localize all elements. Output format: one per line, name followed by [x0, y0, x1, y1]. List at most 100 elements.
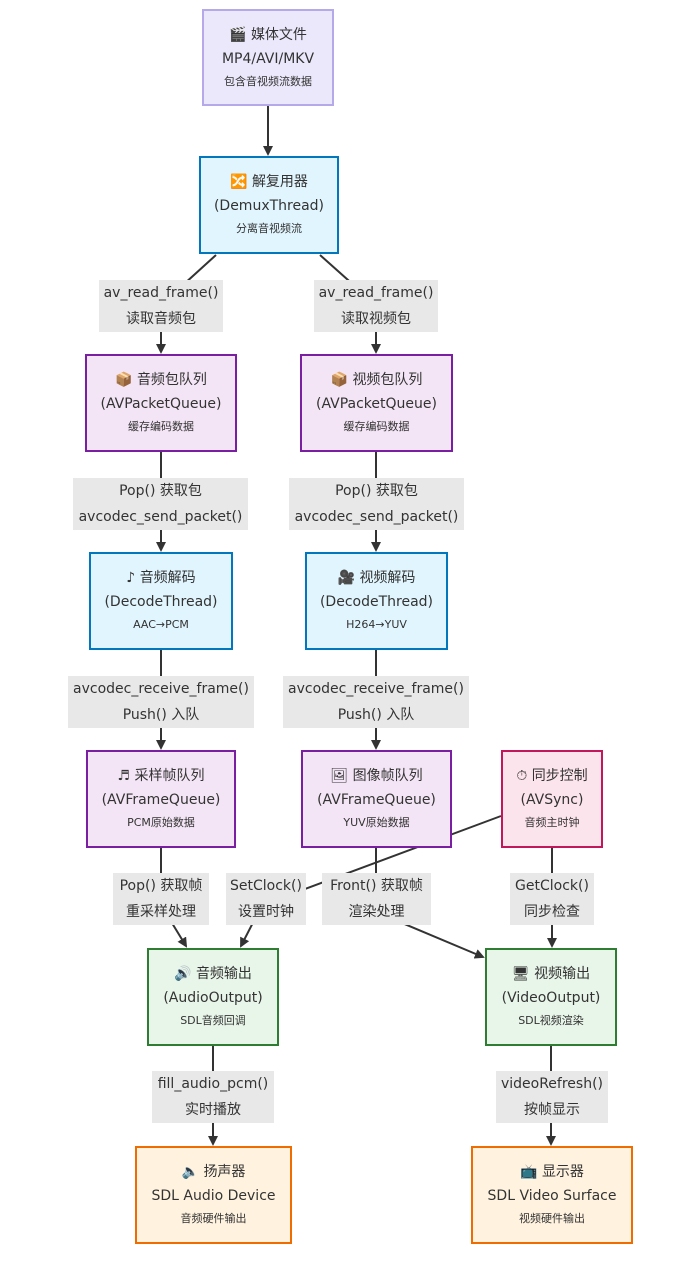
edge-label-recv-audio: avcodec_receive_frame() Push() 入队 [68, 676, 254, 728]
sync-control-node: ⏱ 同步控制 (AVSync) 音频主时钟 [501, 750, 603, 848]
audio-output-desc: SDL音频回调 [180, 1014, 246, 1027]
edge-label-line: av_read_frame() [318, 285, 434, 301]
edge-label-front-frame: Front() 获取帧 渲染处理 [322, 873, 431, 925]
audio-packet-queue-desc: 缓存编码数据 [128, 420, 194, 433]
video-camera-icon: 🎥 [337, 570, 355, 586]
speaker-device-node: 🔈 扬声器 SDL Audio Device 音频硬件输出 [135, 1146, 292, 1244]
edge-label-fill-pcm: fill_audio_pcm() 实时播放 [152, 1071, 274, 1123]
edge-label-line: SetClock() [230, 878, 302, 894]
audio-packet-queue-class: (AVPacketQueue) [100, 396, 222, 412]
music-notes-icon: ♬ [117, 768, 131, 784]
media-file-formats: MP4/AVI/MKV [221, 50, 315, 67]
edge-label-line: avcodec_send_packet() [78, 509, 243, 525]
video-decode-class: (DecodeThread) [319, 594, 434, 610]
edge-label-line: Push() 入队 [337, 707, 415, 723]
video-packet-queue-desc: 缓存编码数据 [343, 420, 410, 433]
video-packet-queue-node: 📦 视频包队列 (AVPacketQueue) 缓存编码数据 [300, 354, 453, 452]
monitor-icon: 🖥 [511, 966, 530, 982]
edge-label-line: fill_audio_pcm() [157, 1076, 269, 1092]
video-packet-queue-class: (AVPacketQueue) [316, 396, 437, 412]
demux-class: (DemuxThread) [213, 198, 325, 214]
audio-decode-desc: AAC→PCM [133, 618, 189, 631]
edge-label-line: 按帧显示 [524, 1102, 580, 1118]
display-device-name: SDL Video Surface [487, 1188, 617, 1204]
audio-frame-queue-class: (AVFrameQueue) [101, 792, 221, 808]
edge-label-line: Pop() 获取包 [335, 483, 418, 499]
audio-decode-node: ♪ 音频解码 (DecodeThread) AAC→PCM [89, 552, 233, 650]
edge-label-send-video: Pop() 获取包 avcodec_send_packet() [289, 478, 464, 530]
edge-label-line: 读取音频包 [126, 311, 196, 327]
sync-control-title: 同步控制 [531, 768, 588, 784]
picture-icon: 🖼 [330, 768, 349, 784]
video-output-class: (VideoOutput) [501, 990, 601, 1006]
edge-label-read-video: av_read_frame() 读取视频包 [314, 280, 438, 332]
audio-frame-queue-desc: PCM原始数据 [127, 816, 195, 829]
display-device-title: 显示器 [541, 1164, 584, 1180]
audio-output-node: 🔊 音频输出 (AudioOutput) SDL音频回调 [147, 948, 279, 1046]
audio-output-class: (AudioOutput) [163, 990, 263, 1006]
display-device-node: 📺 显示器 SDL Video Surface 视频硬件输出 [471, 1146, 633, 1244]
audio-packet-queue-node: 📦 音频包队列 (AVPacketQueue) 缓存编码数据 [85, 354, 237, 452]
edge-label-video-refresh: videoRefresh() 按帧显示 [496, 1071, 608, 1123]
edge-label-get-clock: GetClock() 同步检查 [510, 873, 594, 925]
video-decode-desc: H264→YUV [346, 618, 407, 631]
edge-label-line: Push() 入队 [122, 707, 200, 723]
edge-label-line: 渲染处理 [348, 904, 405, 920]
demux-desc: 分离音视频流 [236, 222, 302, 235]
media-file-title: 媒体文件 [250, 26, 307, 43]
audio-packet-queue-title: 音频包队列 [136, 372, 207, 388]
edge-label-line: GetClock() [515, 878, 589, 894]
music-note-icon: ♪ [126, 570, 136, 586]
edge-label-set-clock: SetClock() 设置时钟 [226, 873, 306, 925]
clapper-icon: 🎬 [229, 26, 247, 43]
package-icon: 📦 [115, 372, 133, 388]
package-icon: 📦 [330, 372, 348, 388]
demux-title: 解复用器 [251, 174, 308, 190]
edge-label-send-audio: Pop() 获取包 avcodec_send_packet() [73, 478, 248, 530]
edge-label-line: avcodec_receive_frame() [73, 681, 249, 697]
media-file-desc: 包含音视频流数据 [224, 74, 312, 88]
display-device-desc: 视频硬件输出 [519, 1212, 585, 1225]
stopwatch-icon: ⏱ [516, 768, 528, 784]
speaker-device-desc: 音频硬件输出 [180, 1212, 247, 1225]
sync-control-desc: 音频主时钟 [524, 816, 580, 829]
edge-label-line: 同步检查 [524, 904, 580, 920]
sync-control-class: (AVSync) [520, 792, 584, 808]
video-output-node: 🖥 视频输出 (VideoOutput) SDL视频渲染 [485, 948, 617, 1046]
edge-label-line: 实时播放 [185, 1102, 241, 1118]
shuffle-icon: 🔀 [230, 174, 248, 190]
edge-label-read-audio: av_read_frame() 读取音频包 [99, 280, 223, 332]
edge-label-line: videoRefresh() [500, 1076, 604, 1092]
video-frame-queue-node: 🖼 图像帧队列 (AVFrameQueue) YUV原始数据 [301, 750, 452, 848]
edge-label-line: Front() 获取帧 [330, 878, 423, 894]
demux-node: 🔀 解复用器 (DemuxThread) 分离音视频流 [199, 156, 339, 254]
video-decode-node: 🎥 视频解码 (DecodeThread) H264→YUV [305, 552, 448, 650]
edge-label-line: avcodec_send_packet() [294, 509, 459, 525]
media-file-node: 🎬 媒体文件 MP4/AVI/MKV 包含音视频流数据 [202, 9, 334, 106]
edge-label-line: Pop() 获取包 [119, 483, 202, 499]
audio-frame-queue-title: 采样帧队列 [134, 768, 205, 784]
video-output-title: 视频输出 [534, 966, 591, 982]
edge-label-line: 重采样处理 [126, 904, 196, 920]
video-frame-queue-desc: YUV原始数据 [343, 816, 410, 829]
audio-decode-class: (DecodeThread) [104, 594, 218, 610]
video-frame-queue-class: (AVFrameQueue) [317, 792, 436, 808]
edge-label-line: Pop() 获取帧 [119, 878, 203, 894]
edge-label-line: avcodec_receive_frame() [288, 681, 464, 697]
edge-label-line: 读取视频包 [341, 311, 411, 327]
video-packet-queue-title: 视频包队列 [352, 372, 423, 388]
edge-label-recv-video: avcodec_receive_frame() Push() 入队 [283, 676, 469, 728]
audio-frame-queue-node: ♬ 采样帧队列 (AVFrameQueue) PCM原始数据 [86, 750, 236, 848]
speaker-low-icon: 🔈 [181, 1164, 199, 1180]
video-output-desc: SDL视频渲染 [518, 1014, 584, 1027]
edge-label-line: av_read_frame() [103, 285, 219, 301]
video-decode-title: 视频解码 [359, 570, 416, 586]
tv-icon: 📺 [520, 1164, 538, 1180]
video-frame-queue-title: 图像帧队列 [352, 768, 423, 784]
edge-label-line: 设置时钟 [238, 904, 294, 920]
speaker-device-name: SDL Audio Device [151, 1188, 276, 1204]
speaker-device-title: 扬声器 [203, 1164, 246, 1180]
audio-output-title: 音频输出 [195, 966, 252, 982]
audio-decode-title: 音频解码 [139, 570, 196, 586]
speaker-icon: 🔊 [174, 966, 192, 982]
